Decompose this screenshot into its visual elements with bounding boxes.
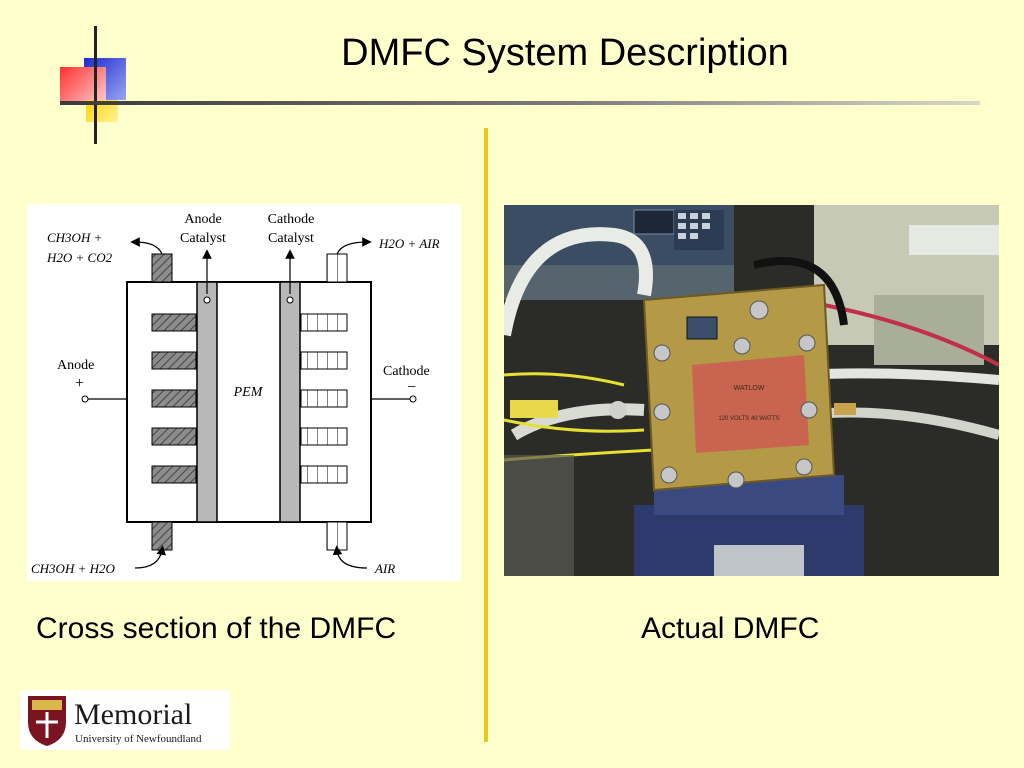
cathode-catalyst-layer — [279, 281, 301, 523]
top-right-flow: H2O + AIR — [378, 236, 440, 251]
photo-label-line-2: 120 VOLTS 40 WATTS — [718, 416, 779, 422]
logo-svg: Memorial University of Newfoundland — [28, 696, 202, 746]
caption-cross-section: Cross section of the DMFC — [36, 612, 397, 645]
title-underline — [60, 101, 980, 105]
photo-svg: WATLOW 120 VOLTS 40 WATTS — [497, 205, 1001, 576]
vertical-divider — [484, 128, 488, 742]
anode-catalyst-layer — [196, 281, 218, 523]
slide-title: DMFC System Description — [341, 32, 789, 74]
port-top-left — [151, 253, 173, 283]
deco-red-square — [60, 67, 106, 101]
cathode-label: Cathode — [383, 364, 430, 379]
port-top-right — [326, 253, 348, 283]
cathode-catalyst-label-1: Cathode — [268, 212, 315, 227]
logo-name: Memorial — [74, 698, 192, 731]
diagram-svg: Anode Catalyst Cathode Catalyst CH3OH + … — [31, 212, 440, 576]
cathode-channels — [300, 313, 348, 484]
pem-label: PEM — [233, 385, 264, 400]
bottom-left-flow: CH3OH + H2O — [31, 561, 115, 576]
cathode-catalyst-label-2: Catalyst — [268, 231, 314, 246]
anode-channels — [151, 313, 197, 484]
photo-label-line-1: WATLOW — [734, 385, 765, 392]
deco-vertical-line — [94, 26, 97, 144]
dmfc-photo: WATLOW 120 VOLTS 40 WATTS — [497, 205, 1001, 576]
port-bottom-left — [151, 521, 173, 551]
cathode-sign: − — [407, 379, 416, 396]
memorial-logo: Memorial University of Newfoundland — [20, 690, 230, 750]
caption-actual-dmfc: Actual DMFC — [641, 612, 820, 645]
top-left-flow-1: CH3OH + — [47, 230, 102, 245]
bottom-right-flow: AIR — [374, 561, 395, 576]
anode-sign: + — [75, 375, 84, 392]
port-bottom-right — [326, 521, 348, 551]
top-left-flow-2: H2O + CO2 — [46, 250, 113, 265]
anode-catalyst-label-1: Anode — [184, 212, 221, 227]
anode-label: Anode — [57, 358, 94, 373]
logo-subtitle: University of Newfoundland — [75, 733, 202, 745]
anode-catalyst-label-2: Catalyst — [180, 231, 226, 246]
dmfc-cross-section-diagram: Anode Catalyst Cathode Catalyst CH3OH + … — [27, 204, 461, 581]
